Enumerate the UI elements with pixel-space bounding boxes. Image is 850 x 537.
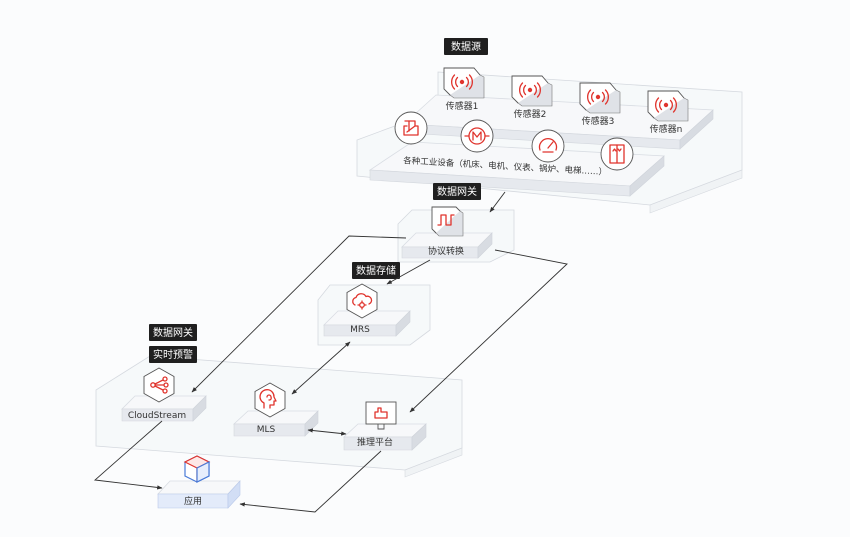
flow-gateway-to-mrs: [386, 259, 431, 285]
tag-data-gateway: 数据网关: [433, 183, 481, 200]
device-machine-tool: [394, 111, 428, 145]
flow-cloudstream-to-app: [93, 420, 163, 490]
svg-text:数据源: 数据源: [451, 40, 481, 53]
stream-nodes-icon: [150, 376, 169, 394]
device-elevator: [600, 137, 634, 171]
sensor-3-label: 传感器3: [582, 115, 615, 127]
inference-platform-label: 推理平台: [357, 436, 393, 448]
application-node: [157, 455, 241, 509]
wireless-signal-icon: [654, 97, 678, 113]
gauge-icon: [538, 137, 558, 153]
flow-mls-inference: [307, 428, 347, 436]
mls-label: MLS: [257, 425, 276, 435]
svg-text:数据存储: 数据存储: [356, 264, 396, 277]
sensor-n: [647, 90, 689, 122]
elevator-icon: [609, 144, 625, 164]
flow-gateway-to-inference: [409, 249, 568, 413]
svg-text:数据网关: 数据网关: [153, 326, 193, 339]
mls-node: [232, 382, 319, 437]
sensor-n-label: 传感器n: [650, 123, 683, 135]
sensor-2: [511, 75, 553, 107]
flow-inference-to-app: [239, 450, 382, 513]
monitor-hand-icon: [374, 407, 388, 419]
wireless-signal-icon: [518, 82, 542, 98]
tag-data-source: 数据源: [444, 38, 488, 55]
protocol-conversion-label: 协议转换: [428, 245, 464, 257]
flow-mrs-mls: [291, 341, 351, 395]
flow-gateway-to-cloudstream: [191, 235, 407, 393]
machine-tool-icon: [403, 120, 419, 136]
device-gauge: [531, 129, 565, 163]
sensor-1-label: 传感器1: [446, 100, 479, 112]
inference-platform-node: [342, 401, 428, 451]
tag-data-storage: 数据存储: [352, 262, 400, 279]
square-wave-icon: [437, 214, 455, 226]
sensor-1: [443, 67, 485, 99]
brain-head-icon: [259, 389, 277, 409]
device-motor: [460, 119, 494, 153]
wireless-signal-icon: [586, 89, 610, 105]
tag-realtime-alert: 实时预警: [149, 346, 197, 363]
cloud-gear-icon: [352, 293, 373, 310]
flow-lines: [93, 191, 568, 513]
tag-data-gateway-2: 数据网关: [149, 324, 197, 341]
mrs-label: MRS: [350, 325, 370, 335]
svg-text:实时预警: 实时预警: [153, 348, 193, 361]
mrs-node: [323, 283, 411, 337]
sensor-2-label: 传感器2: [514, 108, 547, 120]
wireless-signal-icon: [450, 74, 474, 90]
devices-platform: [368, 141, 665, 197]
cube-icon: [183, 455, 211, 483]
cloudstream-node: [121, 367, 207, 422]
cloudstream-label: CloudStream: [128, 411, 186, 421]
sensor-3: [579, 82, 621, 114]
protocol-conversion-node: [401, 206, 493, 259]
flow-source-to-gateway: [489, 191, 506, 213]
motor-icon: [464, 127, 490, 145]
svg-text:数据网关: 数据网关: [437, 185, 477, 198]
application-label: 应用: [184, 495, 202, 507]
